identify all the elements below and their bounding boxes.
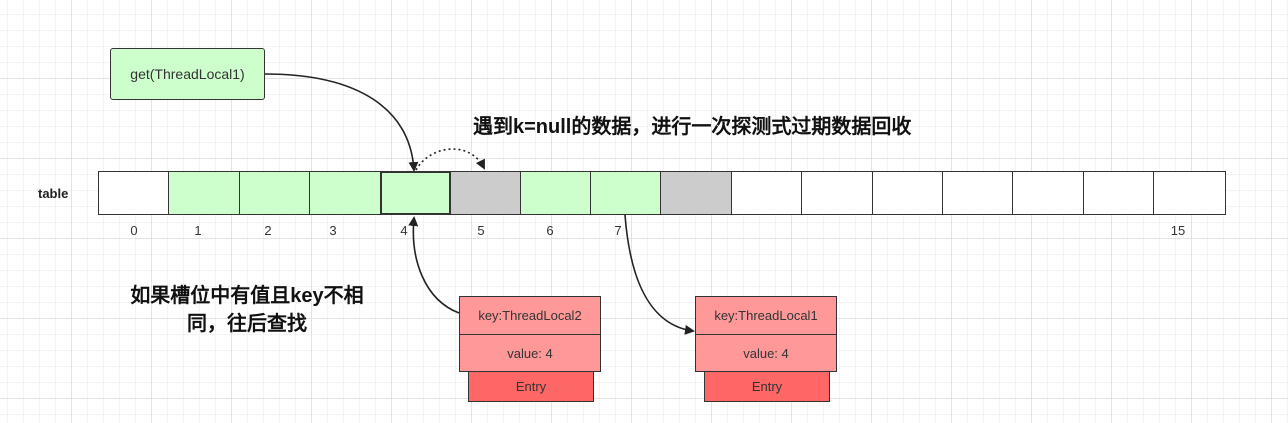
table-slot-11[interactable] (872, 171, 943, 215)
table-slot-9[interactable] (731, 171, 802, 215)
entry-tag-threadlocal2[interactable]: Entry (468, 371, 594, 402)
entry-tag-threadlocal1[interactable]: Entry (704, 371, 830, 402)
table-slot-10[interactable] (801, 171, 873, 215)
table-slot-1[interactable] (168, 171, 240, 215)
entry-key-threadlocal2[interactable]: key:ThreadLocal2 (459, 296, 601, 335)
slot-index-7: 7 (614, 223, 622, 238)
table-slot-5[interactable] (450, 171, 521, 215)
table-slot-13[interactable] (1012, 171, 1084, 215)
table-slot-2[interactable] (239, 171, 310, 215)
table-slot-7[interactable] (590, 171, 661, 215)
get-call-label: get(ThreadLocal1) (130, 66, 245, 82)
entry-value-threadlocal1[interactable]: value: 4 (695, 334, 837, 372)
table-slot-4[interactable] (380, 171, 451, 215)
slot-index-1: 1 (194, 223, 202, 238)
table-slot-6[interactable] (520, 171, 591, 215)
slot-index-5: 5 (477, 223, 485, 238)
null-key-cleanup-note: 遇到k=null的数据，进行一次探测式过期数据回收 (473, 116, 912, 138)
slot-index-0: 0 (130, 223, 138, 238)
linear-probe-note: 如果槽位中有值且key不相同，往后查找 (130, 285, 364, 335)
get-to-slot4-arrow (264, 73, 419, 172)
slot-index-15: 15 (1170, 223, 1186, 238)
table-slot-3[interactable] (309, 171, 381, 215)
slot-index-3: 3 (329, 223, 337, 238)
slot4-to-slot5-dotted-arrow (415, 148, 485, 171)
get-call-box[interactable]: get(ThreadLocal1) (110, 48, 265, 100)
table-slot-15[interactable] (1153, 171, 1226, 215)
table-slot-14[interactable] (1083, 171, 1154, 215)
slot-index-6: 6 (546, 223, 554, 238)
slot-index-2: 2 (264, 223, 272, 238)
slot-index-4: 4 (400, 223, 408, 238)
entry2-to-slot4-arrow (408, 216, 460, 314)
table-label: table (38, 186, 69, 201)
hash-table-row (98, 171, 1226, 215)
slot7-to-entry1-arrow (624, 214, 695, 335)
